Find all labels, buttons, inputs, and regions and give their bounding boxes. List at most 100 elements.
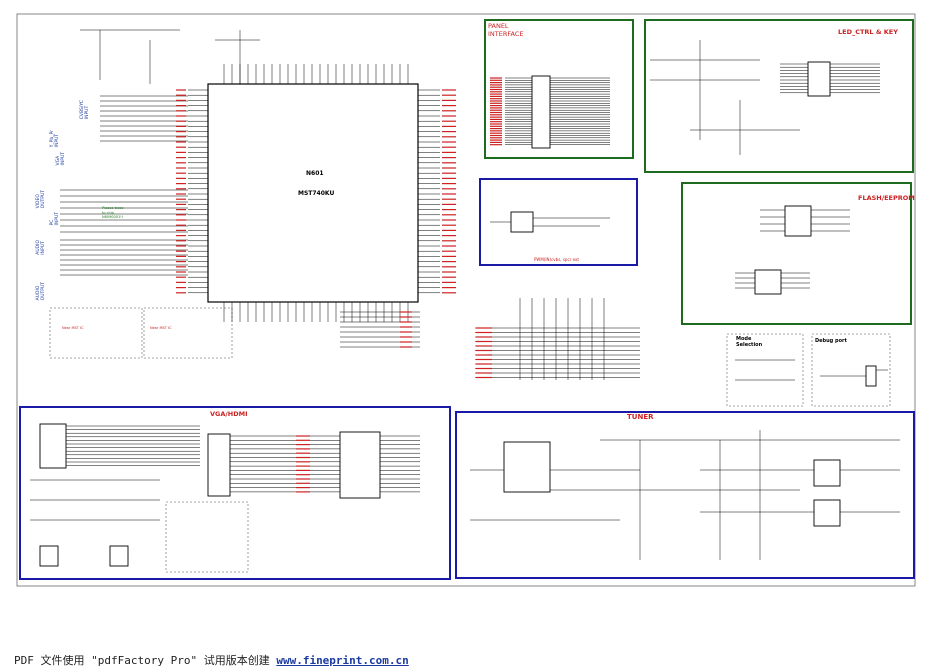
panel-net [490,144,502,146]
vga-small-chip-1 [39,545,59,567]
hdmi-net [296,474,310,476]
ic-net-left [176,115,186,117]
ic-net-left [176,141,186,143]
resistor-net [476,372,492,374]
ic-net-left [176,219,186,221]
ic-net-left [176,271,186,273]
ic-net-right [442,105,456,107]
panel-net [490,88,502,91]
vga-hdmi-title: VGA/HDMI [210,410,248,418]
ic-net-right [442,250,456,252]
footer-text: PDF 文件使用 "pdfFactory Pro" 试用版本创建 [14,654,270,667]
ic-net-right [442,214,456,216]
ic-net-right [442,115,456,117]
resistor-net [476,358,492,361]
ic-net-right [442,209,456,211]
bottom-net [400,331,412,333]
ic-net-right [442,255,456,257]
ic-net-right [442,261,456,263]
ic-net-right [442,245,456,247]
ic-net-left [176,203,186,205]
ic-net-right [442,266,456,268]
panel-connector [531,75,551,149]
ic-net-left [176,287,186,289]
hdmi-net [296,465,310,467]
panel-net [490,98,502,100]
panel-net [490,107,502,109]
flash-chip [784,205,812,237]
bottom-net [400,311,412,313]
panel-net [490,102,502,104]
panel-net [490,118,502,120]
resistor-net [476,340,492,343]
ic-net-left [176,193,186,195]
hdmi-switch-chip [207,433,231,497]
tuner-box [455,411,915,579]
ic-net-left [176,146,186,148]
ic-net-right [442,157,456,159]
audio-output-label: AUDIO OUTPUT [36,282,46,301]
panel-net [490,91,502,93]
led-connector [807,61,831,97]
ic-net-left [176,255,186,257]
bottom-net [400,326,412,328]
ic-net-right [442,281,456,283]
panel-net [490,79,502,81]
vga-input-label: VGA INPUT [56,152,66,166]
ic-net-right [442,146,456,148]
resistor-net [476,367,492,370]
ic-net-left [176,136,186,138]
ic-net-right [442,151,456,153]
panel-net [490,93,502,95]
ic-net-right [442,203,456,205]
ic-net-right [442,125,456,127]
bottom-net [400,346,412,348]
panel-net [490,134,502,137]
hdmi-net [296,435,310,437]
mst-near-right-box [143,307,233,359]
led-box [644,19,914,173]
hdmi-net [296,461,310,463]
near-mst-left-note: Near MST IC [62,326,84,330]
main-ic-part: MST740KU [298,190,335,197]
eeprom-chip [754,269,782,295]
panel-net [490,123,502,125]
audio-input-label: AUDIO INPUT [36,240,46,255]
panel-net [490,105,502,107]
ic-net-left [176,240,186,242]
ic-net-right [442,167,456,169]
panel-title: PANEL INTERFACE [488,22,524,38]
ic-net-left [176,120,186,122]
ic-net-left [176,198,186,200]
debug-connector [865,365,877,387]
ic-net-right [442,229,456,231]
ic-net-left [176,229,186,231]
ic-net-left [176,261,186,263]
panel-net [490,95,502,97]
panel-net [490,141,502,143]
ic-net-right [442,99,456,101]
ic-net-right [442,224,456,226]
ic-net-right [442,162,456,164]
ypbpr-label: Y_Pb_Pr INPUT [50,130,60,148]
ic-net-left [176,167,186,169]
panel-net [490,132,502,134]
pc-input-label: PC INPUT [50,212,60,226]
ic-net-left [176,131,186,133]
panel-net [490,111,502,114]
pdf-footer: PDF 文件使用 "pdfFactory Pro" 试用版本创建 www.fin… [14,652,409,668]
ic-net-right [442,141,456,143]
debug-box [811,333,891,407]
ic-net-right [442,198,456,200]
footer-link[interactable]: www.fineprint.com.cn [276,654,409,667]
flash-box [681,182,912,325]
mode-box [726,333,804,407]
vga-connector [39,423,67,469]
saw-filter-1 [813,459,841,487]
ic-net-right [442,276,456,278]
resistor-net [476,376,492,379]
panel-net [490,82,502,84]
ic-net-left [176,183,186,185]
ic-net-left [176,266,186,268]
